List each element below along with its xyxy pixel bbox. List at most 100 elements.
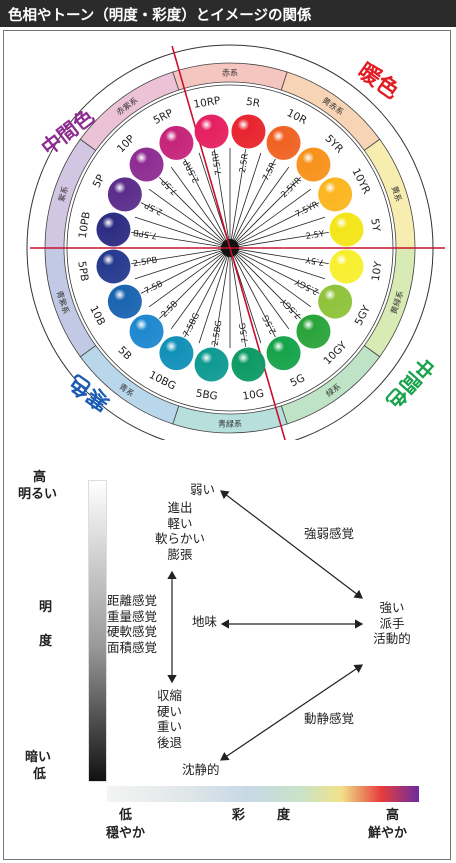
saturation-axis-1: 彩 (232, 808, 246, 823)
advance-3: 軟らかい (154, 531, 205, 547)
radial-line (140, 202, 227, 247)
radial-line (230, 152, 262, 245)
strong-1: 強い (379, 600, 405, 615)
shrink-2: 硬い (157, 703, 183, 719)
hue-ball (194, 114, 229, 149)
hue-ball (159, 125, 194, 160)
outer-hue-label: 5BG (195, 388, 218, 403)
radial-line (233, 248, 326, 280)
radial-line (131, 231, 227, 248)
lightness-dark: 暗い (25, 750, 52, 765)
inner-hue-label: 7.5PB (132, 227, 158, 241)
outer-hue-label: 5P (91, 173, 108, 190)
hue-ball (96, 249, 131, 284)
strong-3: 活動的 (373, 631, 411, 647)
edge-motion-label: 動静感覚 (304, 711, 355, 726)
radial-line (231, 251, 276, 338)
node-plain: 地味 (192, 614, 218, 629)
lightness-low: 低 (33, 767, 47, 782)
lightness-axis-2: 度 (39, 634, 53, 649)
radial-line (231, 158, 276, 245)
radial-line (170, 251, 228, 330)
lightness-high: 高 (33, 470, 47, 485)
hue-ball (129, 314, 164, 349)
radial-line (184, 251, 229, 338)
hue-ball (318, 284, 353, 319)
outer-hue-label: 10RP (193, 95, 222, 111)
radial-line (213, 251, 230, 347)
title-bar: 色相やトーン（明度・彩度）とイメージの関係 (0, 0, 456, 27)
saturation-gradient-bar (107, 786, 419, 802)
inner-hue-label: 2.5R (238, 153, 251, 174)
arrow-motion (220, 664, 363, 761)
page-title: 色相やトーン（明度・彩度）とイメージの関係 (8, 8, 312, 24)
radial-line (134, 216, 227, 248)
hue-ball (159, 336, 194, 371)
segment-label: 黄系 (390, 185, 404, 203)
hue-ball (296, 314, 331, 349)
hue-ball (266, 336, 301, 371)
lightness-axis-1: 明 (39, 600, 53, 615)
outer-hue-label: 10Y (370, 260, 385, 282)
radial-line (148, 188, 227, 246)
shrink-4: 後退 (157, 734, 183, 750)
node-advance: 進出 軽い 軟らかい 膨張 (150, 500, 210, 563)
advance-4: 膨張 (167, 546, 193, 562)
radial-line (184, 158, 229, 245)
hue-ball (231, 114, 266, 149)
node-strong: 強い 派手 活動的 (367, 600, 417, 647)
hue-ball (318, 177, 353, 212)
radial-line (233, 248, 329, 265)
sensation-2: 重量感覚 (107, 608, 158, 624)
radial-line (134, 248, 227, 280)
hue-ball (296, 147, 331, 182)
outer-hue-label: 5PB (75, 260, 90, 282)
radial-line (230, 149, 247, 245)
outer-hue-label: 5G (288, 372, 307, 389)
radial-line (159, 177, 228, 246)
content-frame (3, 30, 451, 860)
radial-line (198, 251, 230, 344)
inner-hue-label: 2.5Y (305, 229, 326, 242)
hue-ball (107, 284, 142, 319)
inner-hue-label: 7.5Y (304, 254, 325, 267)
radial-line (140, 249, 227, 294)
sensation-4: 面積感覚 (107, 639, 158, 655)
inner-hue-label: 2.5PB (132, 256, 158, 270)
arrow-strength (220, 490, 363, 599)
radial-line (233, 249, 320, 294)
segment-label: 紫系 (56, 185, 70, 203)
strong-2: 派手 (379, 615, 405, 631)
radial-line (233, 231, 329, 248)
segment-9 (79, 71, 180, 151)
outer-hue-label: 5Y (368, 218, 382, 233)
saturation-low: 低 (119, 808, 133, 823)
hue-ball (129, 147, 164, 182)
node-weak: 弱い (190, 482, 216, 497)
radial-line (233, 216, 326, 248)
radial-line (170, 166, 228, 245)
hue-ball (329, 212, 364, 247)
shrink-1: 収縮 (157, 688, 183, 703)
hue-ball (96, 212, 131, 247)
outer-hue-label: 10G (242, 388, 265, 403)
inner-hue-label: 7.5RP (211, 150, 225, 176)
radial-line (213, 149, 230, 245)
node-calm: 沈静的 (182, 762, 220, 777)
hue-ball (231, 347, 266, 382)
node-sensations: 距離感覚 重量感覚 硬軟感覚 面積感覚 (107, 593, 157, 656)
hue-ball (329, 249, 364, 284)
hue-ball (107, 177, 142, 212)
radial-line (159, 250, 228, 319)
radial-line (232, 250, 301, 319)
radial-line (233, 250, 312, 308)
radial-line (232, 251, 290, 330)
radial-line (232, 166, 290, 245)
saturation-calm: 穏やか (106, 826, 146, 841)
edge-strength-label: 強弱感覚 (304, 526, 355, 541)
radial-line (232, 177, 301, 246)
saturation-axis-2: 度 (277, 808, 291, 823)
lightness-bright: 明るい (18, 487, 58, 502)
